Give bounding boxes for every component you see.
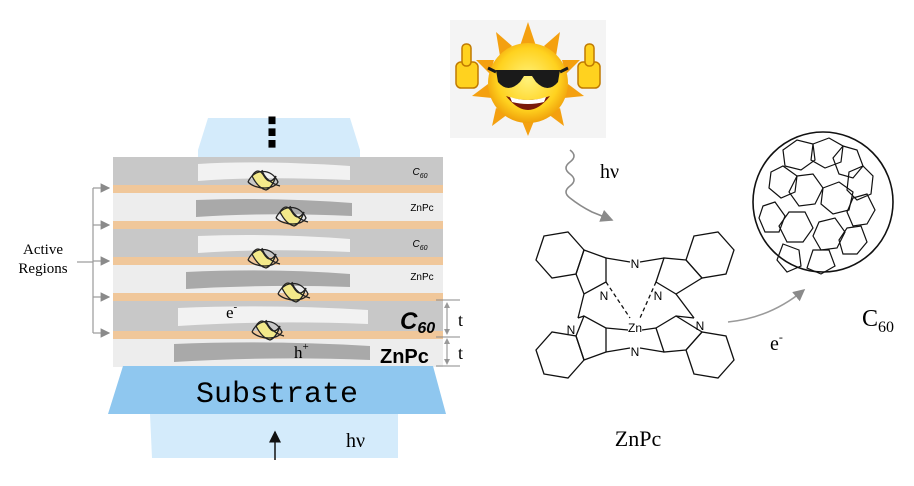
thickness-label: t <box>458 310 463 330</box>
fullerene-label: C60 <box>862 306 894 336</box>
interface-band <box>113 221 443 229</box>
n-atom: N <box>631 257 640 271</box>
n-atom: N <box>654 289 663 303</box>
substrate-label: Substrate <box>196 378 358 412</box>
exciton-swirl <box>247 247 281 269</box>
active-regions-bracket <box>77 183 111 338</box>
sun-icon <box>450 20 606 138</box>
c60-large-label: C60 <box>400 308 435 337</box>
sun-light-label: hν <box>600 161 619 183</box>
thickness-label: t <box>458 343 463 363</box>
znpc-domain-stripe <box>196 199 352 217</box>
c60-domain-stripe <box>178 306 368 326</box>
interface-band <box>113 293 443 301</box>
exciton-swirl <box>275 205 309 227</box>
substrate <box>108 366 446 414</box>
electron-label: e- <box>226 301 238 322</box>
active-regions-label: Active <box>23 242 63 258</box>
znpc-molecule <box>535 231 735 379</box>
interface-band <box>113 331 443 339</box>
n-atom: N <box>696 319 705 333</box>
znpc-domain-stripe <box>174 342 370 362</box>
c60-domain-stripe <box>198 235 350 253</box>
active-regions-label: Regions <box>18 261 67 277</box>
incident-light-label: hν <box>346 430 365 452</box>
znpc-large-label: ZnPc <box>380 346 429 368</box>
c60-fullerene-icon <box>752 131 894 275</box>
thickness-markers <box>436 299 460 367</box>
n-atom: N <box>600 289 609 303</box>
c60-domain-stripe <box>198 162 350 181</box>
more-layers-ellipsis: ⋮ <box>252 111 292 155</box>
molecule-name: ZnPc <box>615 426 662 451</box>
hole-label: h+ <box>294 341 309 362</box>
znpc-domain-stripe <box>186 270 350 289</box>
layer-label-znpc: ZnPc <box>410 203 433 214</box>
electron-transfer-arrow <box>727 289 806 323</box>
n-atom: N <box>567 323 576 337</box>
interface-band <box>113 185 443 193</box>
layer-stack <box>113 157 443 367</box>
exciton-swirl <box>247 169 281 191</box>
exciton-swirls <box>247 169 311 341</box>
exciton-swirl <box>251 319 285 341</box>
transfer-electron-label: e- <box>770 330 783 355</box>
n-atom: N <box>631 345 640 359</box>
photon-wavy-arrow <box>565 149 614 222</box>
zn-atom: Zn <box>628 321 642 335</box>
exciton-swirl <box>277 281 311 303</box>
layer-label-znpc: ZnPc <box>410 272 433 283</box>
